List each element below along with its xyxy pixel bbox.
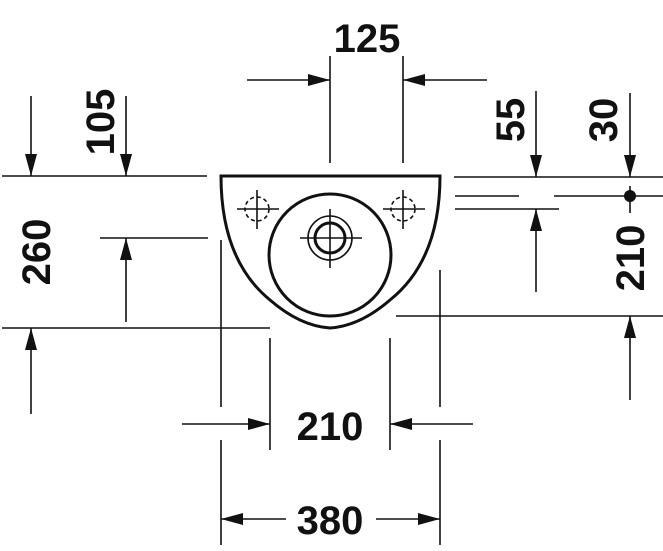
dimension-30: 30: [554, 93, 663, 213]
fixing-point-icon: [624, 190, 636, 202]
drain-icon: [300, 209, 362, 268]
dimension-55-label: 55: [489, 98, 533, 143]
dimension-260: 260: [2, 219, 270, 414]
dimension-105-label: 105: [79, 89, 123, 156]
dimension-210-vertical: 210: [396, 225, 663, 400]
dimension-125-label: 125: [334, 17, 401, 61]
dimension-210-horizontal: 210: [182, 338, 473, 450]
dimension-260-label: 260: [15, 219, 59, 286]
tap-hole-right-icon: [383, 190, 425, 229]
dimension-210-vertical-label: 210: [609, 225, 653, 292]
dimension-105: 105: [2, 89, 207, 177]
dimension-380-label: 380: [297, 499, 364, 543]
dimension-125: 125: [247, 17, 487, 163]
dimension-210-horizontal-label: 210: [297, 405, 364, 449]
tap-hole-left-icon: [237, 190, 279, 229]
dimension-30-label: 30: [582, 98, 626, 143]
dimension-55: 55: [454, 91, 663, 292]
basin-outline: [219, 174, 442, 330]
dimension-380: 380: [220, 240, 441, 545]
basin-bowl: [267, 192, 393, 318]
